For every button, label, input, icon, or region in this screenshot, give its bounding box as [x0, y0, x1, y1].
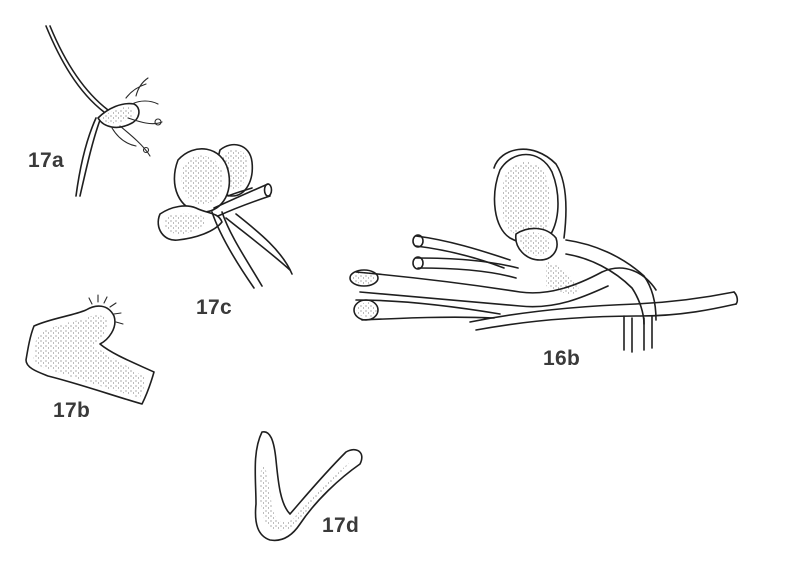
figure-label-17d: 17d	[322, 514, 360, 537]
drawing-17a-flower	[45, 25, 163, 197]
figure-label-17c: 17c	[196, 296, 232, 319]
drawing-16b-flower	[349, 148, 739, 353]
drawing-17b-lip	[25, 294, 155, 405]
drawing-17c-flower	[157, 143, 293, 289]
figure-label-17b: 17b	[53, 399, 91, 422]
drawing-17d-fragment	[254, 431, 363, 542]
figure-label-17a: 17a	[28, 149, 64, 172]
figure-label-16b: 16b	[543, 347, 581, 370]
